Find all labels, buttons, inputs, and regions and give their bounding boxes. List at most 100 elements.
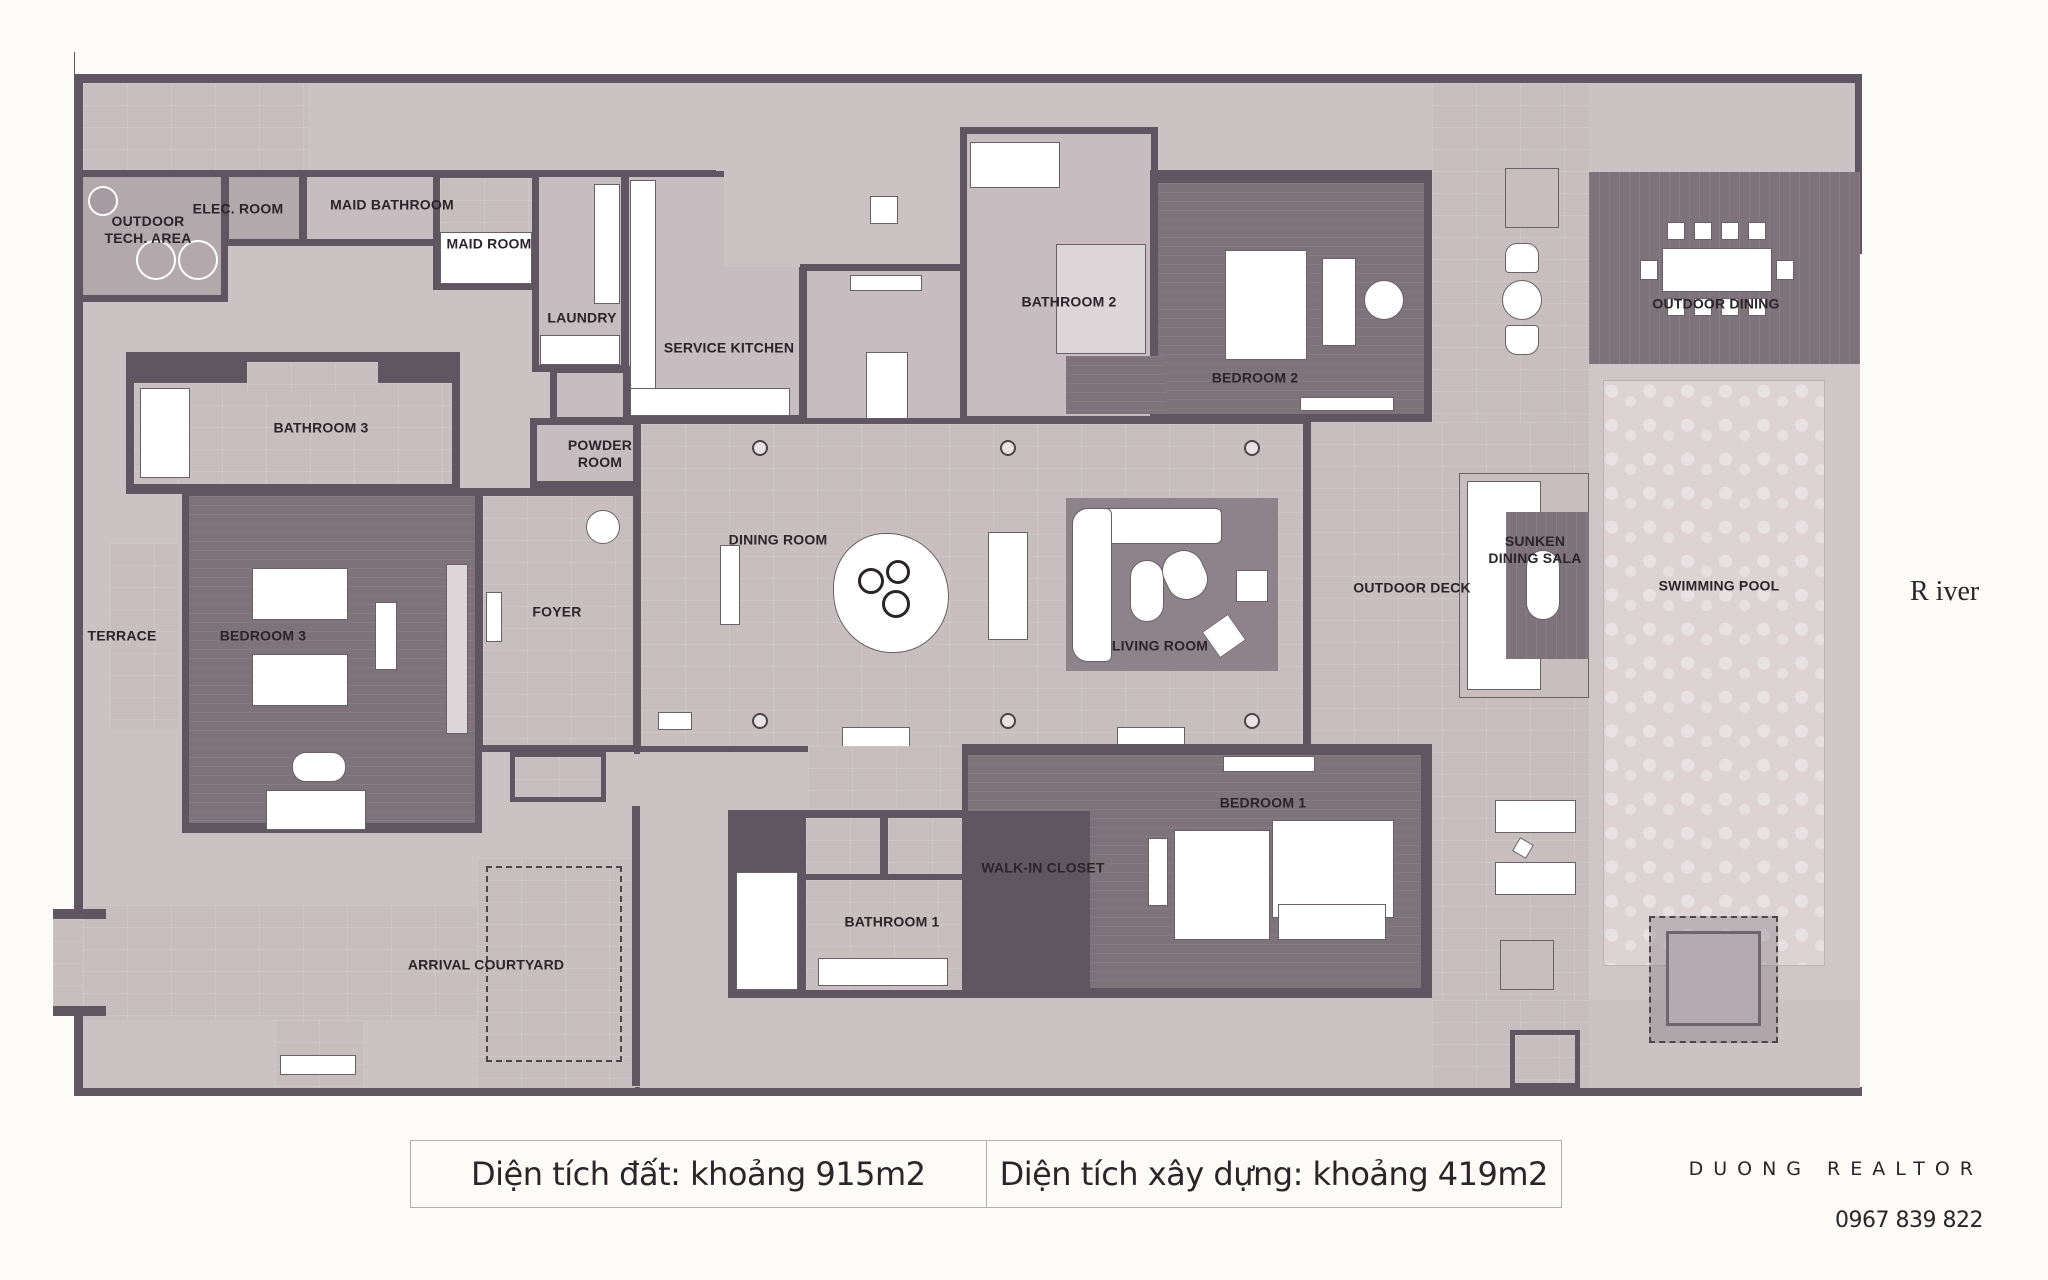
pantry-counter <box>850 275 922 291</box>
brand-name: DUONG REALTOR <box>1688 1158 1983 1180</box>
ac-unit-2 <box>178 240 218 280</box>
outdoor-chair-top-1 <box>1667 222 1685 240</box>
powder-wc <box>550 366 630 424</box>
label-bedroom-1: BEDROOM 1 <box>1219 794 1307 811</box>
garden-s-bottom <box>364 1020 477 1088</box>
entry-vestibule <box>510 752 606 802</box>
top-garden-1 <box>308 83 716 171</box>
built-area-text: Diện tích xây dựng: khoảng 419m2 <box>985 1141 1562 1207</box>
bedroom-1-bed <box>1174 830 1270 940</box>
bedroom-3 <box>189 496 475 823</box>
outdoor-chair-bottom-4 <box>1748 298 1766 316</box>
carport-outline <box>486 866 622 1062</box>
outdoor-chair-top-3 <box>1721 222 1739 240</box>
entry-bench <box>280 1055 356 1075</box>
label-sunken-dining-sala: SUNKEN DINING SALA <box>1488 533 1582 566</box>
outer-wall-top <box>74 74 1862 83</box>
bedroom-1-desk <box>1148 838 1168 906</box>
outdoor-chair-left <box>1640 260 1658 280</box>
bathroom-1-tub <box>736 872 798 990</box>
bedroom-3-desk <box>375 602 397 670</box>
label-maid-bathroom: MAID BATHROOM <box>330 196 454 213</box>
entry-notch-top <box>53 909 106 919</box>
entry-gate <box>53 919 83 1006</box>
bathroom-3-vanity-bay <box>247 362 378 392</box>
column <box>752 440 768 456</box>
living-armchair-1 <box>1236 570 1268 602</box>
bedroom-1-dresser <box>1223 756 1315 772</box>
bedroom-2-bed <box>1225 250 1307 360</box>
bedroom-1-entry <box>968 755 1098 811</box>
outdoor-chair-bottom-1 <box>1667 298 1685 316</box>
sun-lounger-1 <box>1495 800 1576 833</box>
garden-ne <box>1589 83 1855 172</box>
kitchen-counter-left <box>630 180 656 416</box>
deck-table <box>1502 280 1542 320</box>
bathroom-1-vanity <box>818 958 948 986</box>
column <box>1244 713 1260 729</box>
label-walk-in-closet: WALK-IN CLOSET <box>981 859 1105 876</box>
label-service-kitchen: SERVICE KITCHEN <box>663 339 795 356</box>
maid-bathroom <box>300 170 440 246</box>
column <box>1000 440 1016 456</box>
label-bathroom-1: BATHROOM 1 <box>844 913 940 930</box>
dining-sideboard <box>720 545 740 625</box>
outer-wall-left <box>74 74 83 1096</box>
label-living-room: LIVING ROOM <box>1111 637 1209 654</box>
outdoor-chair-top-2 <box>1694 222 1712 240</box>
label-elec-room: ELEC. ROOM <box>192 200 284 217</box>
kitchen-island <box>988 532 1028 640</box>
area-info-box: Diện tích đất: khoảng 915m2 Diện tích xâ… <box>410 1140 1562 1208</box>
outdoor-chair-top-4 <box>1748 222 1766 240</box>
pantry-table <box>866 352 908 424</box>
land-area-text: Diện tích đất: khoảng 915m2 <box>471 1155 926 1193</box>
outdoor-dining-table <box>1662 248 1772 292</box>
label-outdoor-tech-area: OUTDOOR TECH. AREA <box>104 213 192 246</box>
bedroom-3-ottoman <box>292 752 346 782</box>
central-garden <box>724 171 956 267</box>
bedroom-2-entry <box>1066 356 1166 414</box>
label-swimming-pool: SWIMMING POOL <box>1658 577 1780 594</box>
foyer-bench <box>486 592 502 642</box>
entry-notch-bottom <box>53 1006 106 1016</box>
label-bedroom-2: BEDROOM 2 <box>1211 369 1299 386</box>
service-yard <box>83 83 308 171</box>
deck-planter-north <box>1505 168 1559 228</box>
garden-planter <box>870 196 898 224</box>
column <box>752 713 768 729</box>
outdoor-shower <box>1510 1030 1580 1088</box>
maid-room <box>440 232 532 284</box>
arrival-driveway <box>477 858 635 1088</box>
plan-left-edge-line <box>74 52 75 82</box>
bedroom-3-wardrobe <box>446 564 468 734</box>
sun-lounger-2 <box>1495 862 1576 895</box>
courtyard-east-wall <box>632 806 640 1086</box>
pool-pavilion-inner <box>1666 931 1761 1026</box>
maid-room-upper <box>440 178 532 232</box>
ac-unit-1 <box>136 240 176 280</box>
bathroom-1-shower <box>806 818 880 874</box>
deck-planter-south <box>1500 940 1554 990</box>
bedroom-2-table <box>1364 280 1404 320</box>
column <box>1244 440 1260 456</box>
deck-chair-2 <box>1505 325 1539 355</box>
elec-room <box>222 170 306 246</box>
dining-centerpiece-2 <box>886 560 910 584</box>
outer-wall-right <box>1853 74 1862 254</box>
label-dining-room: DINING ROOM <box>728 531 828 548</box>
sala-table <box>1526 550 1560 620</box>
laundry-counter <box>594 184 620 304</box>
bedroom-3-sofa <box>266 790 366 830</box>
deck-chair-1 <box>1505 243 1539 273</box>
kitchen-counter-bottom <box>630 388 790 416</box>
fan-unit <box>88 186 118 216</box>
label-maid-room: MAID ROOM <box>446 235 532 252</box>
bathroom-1-wc <box>888 818 966 874</box>
label-bathroom-2: BATHROOM 2 <box>1021 293 1117 310</box>
label-outdoor-deck: OUTDOOR DECK <box>1353 579 1471 596</box>
bedroom-3-bed-1 <box>252 568 348 620</box>
label-outdoor-dining: OUTDOOR DINING <box>1652 295 1780 312</box>
label-arrival-courtyard: ARRIVAL COURTYARD <box>407 956 565 973</box>
label-terrace: TERRACE <box>87 627 157 644</box>
